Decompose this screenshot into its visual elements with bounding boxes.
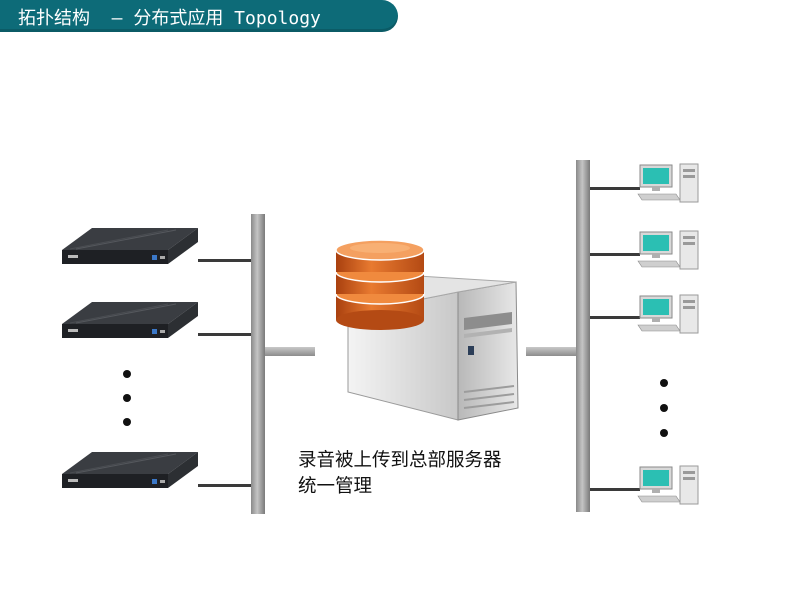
ellipsis-dot: [123, 394, 131, 402]
client-stub-1: [590, 187, 640, 190]
database-server-icon: [335, 239, 519, 421]
desktop-pc-icon: [637, 230, 699, 270]
ellipsis-dot: [123, 418, 131, 426]
client-stub-4: [590, 488, 640, 491]
desktop-pc-icon: [637, 294, 699, 334]
client-stub-2: [590, 253, 640, 256]
page-title: 拓扑结构 – 分布式应用 Topology: [18, 8, 321, 29]
ellipsis-dot: [660, 429, 668, 437]
recorder-icon: [62, 302, 198, 338]
desktop-pc-icon: [637, 465, 699, 505]
recorder-icon: [62, 452, 198, 488]
right-bus: [576, 160, 590, 512]
caption-line-1: 录音被上传到总部服务器: [298, 450, 502, 471]
recorder-stub-2: [198, 333, 251, 336]
client-stub-3: [590, 316, 640, 319]
recorder-stub-1: [198, 259, 251, 262]
ellipsis-dot: [660, 404, 668, 412]
database-disks: [335, 239, 425, 330]
recorder-icon: [62, 228, 198, 264]
right-server-connector: [526, 347, 576, 356]
left-server-connector: [265, 347, 315, 356]
caption-line-2: 统一管理: [298, 476, 373, 497]
recorder-stub-3: [198, 484, 251, 487]
ellipsis-dot: [123, 370, 131, 378]
diagram-caption: 录音被上传到总部服务器 统一管理: [298, 448, 588, 500]
desktop-pc-icon: [637, 163, 699, 203]
left-bus: [251, 214, 265, 514]
title-bar: 拓扑结构 – 分布式应用 Topology: [0, 0, 398, 32]
ellipsis-dot: [660, 379, 668, 387]
